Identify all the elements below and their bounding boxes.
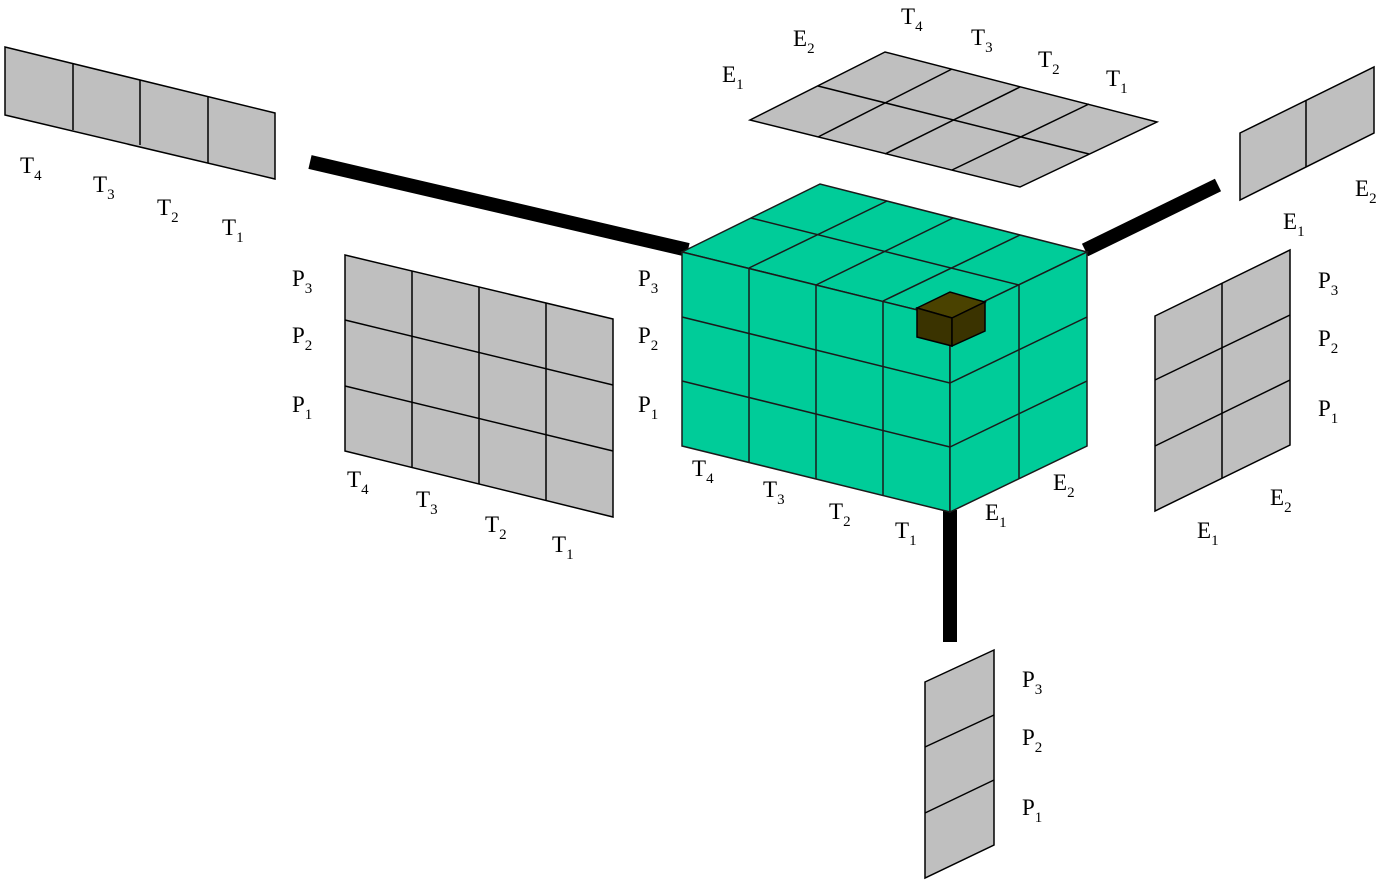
connector-to-ep-strip — [1081, 178, 1222, 257]
pe-grid-e-label: E2 — [1270, 485, 1292, 516]
time-strip-panel: T4 T3 T2 T1 — [4, 46, 276, 246]
cube-t-label: T1 — [895, 518, 917, 549]
e-strip-label: E2 — [1355, 176, 1377, 207]
time-strip-label: T1 — [222, 215, 244, 246]
pt-grid-panel: P3 P2 P1 T4 T3 T2 T1 — [292, 254, 614, 563]
pt-grid-p-label: P2 — [292, 323, 312, 354]
e-strip-label: E1 — [1283, 209, 1305, 240]
pe-grid-e-label: E1 — [1197, 518, 1219, 549]
pe-grid-p-label: P2 — [1318, 326, 1338, 357]
pt-grid-p-label: P1 — [292, 392, 312, 423]
time-strip-label: T3 — [93, 172, 115, 203]
top-panel-t-label: T2 — [1038, 47, 1060, 78]
cube-t-label: T4 — [692, 456, 714, 487]
cube-t-label: T3 — [763, 477, 785, 508]
highlighted-element — [914, 291, 988, 348]
pe-grid-panel: P3 P2 P1 E1 E2 — [1154, 248, 1338, 549]
p-strip-label: P2 — [1022, 725, 1042, 756]
central-cube — [679, 183, 1090, 514]
connector-to-time-strip — [308, 155, 690, 257]
cube-p-label: P3 — [638, 266, 658, 297]
top-panel-t-label: T4 — [901, 4, 923, 35]
top-panel-t-label: T3 — [971, 25, 993, 56]
cube-t-label: T2 — [829, 499, 851, 530]
p-strip-label: P3 — [1022, 667, 1042, 698]
pt-grid-p-label: P3 — [292, 266, 312, 297]
top-panel-e-label: E1 — [722, 62, 744, 93]
pt-grid-t-label: T4 — [347, 467, 369, 498]
p-strip-panel: P3 P2 P1 — [924, 648, 1042, 880]
top-panel-t-label: T1 — [1106, 66, 1128, 97]
p-strip-label: P1 — [1022, 795, 1042, 826]
pt-grid-t-label: T1 — [552, 532, 574, 563]
top-panel-e-label: E2 — [793, 26, 815, 57]
time-strip-label: T2 — [157, 195, 179, 226]
pt-grid-t-label: T3 — [416, 487, 438, 518]
cube-p-label: P1 — [638, 392, 658, 423]
cube-e-label: E1 — [985, 500, 1007, 531]
top-et-panel: E1 E2 T4 T3 T2 T1 — [722, 4, 1160, 188]
connector-bars — [308, 155, 1222, 642]
pt-grid-t-label: T2 — [485, 512, 507, 543]
pe-grid-p-label: P3 — [1318, 268, 1338, 299]
pe-grid-p-label: P1 — [1318, 396, 1338, 427]
time-strip-label: T4 — [20, 153, 42, 184]
cube-p-label: P2 — [638, 323, 658, 354]
cube-e-label: E2 — [1053, 470, 1075, 501]
e-strip-panel: E1 E2 — [1239, 65, 1377, 240]
